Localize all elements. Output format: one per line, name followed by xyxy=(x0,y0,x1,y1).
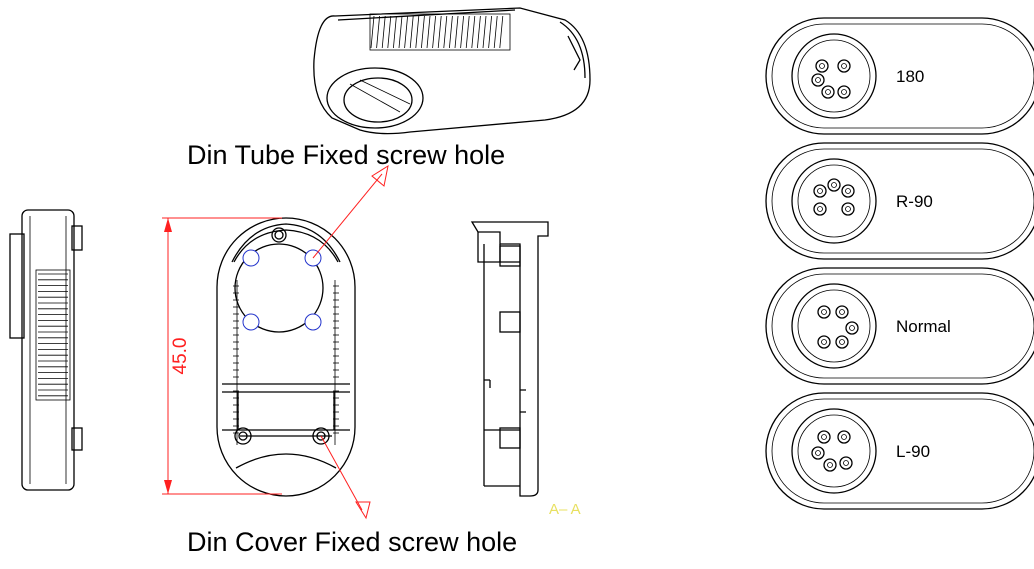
tube-screw-holes xyxy=(242,249,322,331)
variant-label: L-90 xyxy=(896,442,930,461)
section-label: A– A xyxy=(549,501,581,518)
dimension-value: 45.0 xyxy=(170,338,191,375)
cover-screw-holes xyxy=(234,427,330,445)
cover-hole-caption: Din Cover Fixed screw hole xyxy=(187,527,518,557)
variant-panel: Normal xyxy=(765,267,1034,385)
front-view xyxy=(216,217,356,497)
variant-label: Normal xyxy=(896,317,951,336)
tube-hole-leader xyxy=(312,164,389,259)
side-view xyxy=(9,209,83,491)
variant-panel: R-90 xyxy=(765,142,1034,260)
variant-panel: 180 xyxy=(765,17,1034,135)
tube-hole-caption: Din Tube Fixed screw hole xyxy=(187,140,506,170)
variant-label: 180 xyxy=(896,67,924,86)
cover-hole-leader xyxy=(320,435,371,520)
isometric-view xyxy=(313,7,591,135)
pin-layout xyxy=(811,430,853,472)
grip-ribs xyxy=(38,273,68,397)
variant-label: R-90 xyxy=(896,192,933,211)
pin-layout xyxy=(811,59,851,99)
pin-layout xyxy=(813,178,855,216)
section-view: A– A xyxy=(470,221,581,518)
height-dimension: 45.0 xyxy=(162,217,282,495)
pin-layout xyxy=(817,305,859,349)
grip-ribs xyxy=(369,13,511,51)
variant-panel: L-90 xyxy=(765,392,1034,510)
